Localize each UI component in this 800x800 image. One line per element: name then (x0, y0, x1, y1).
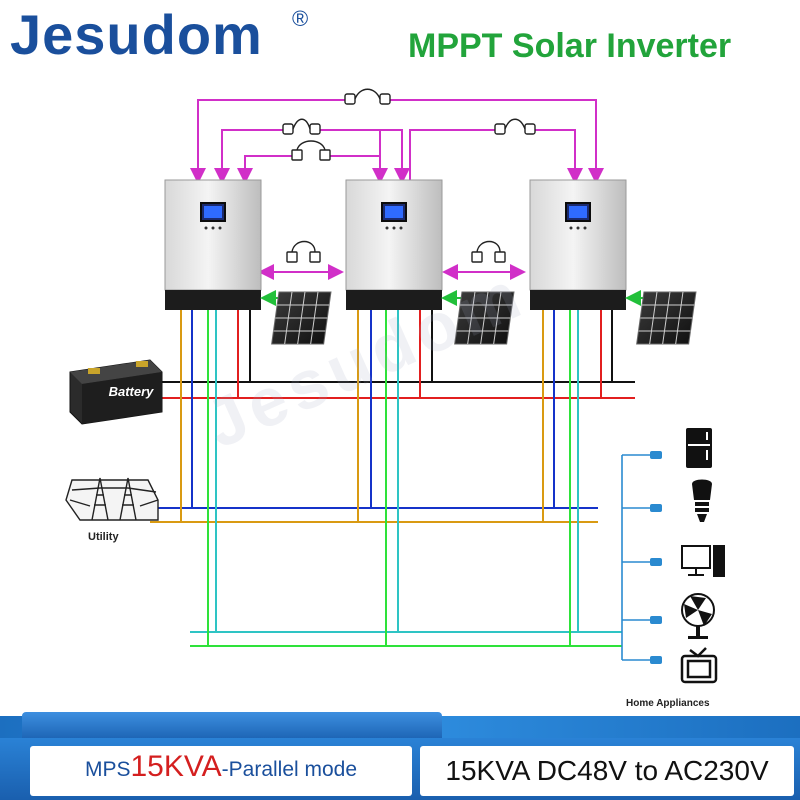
brand-logo: Jesudom (10, 3, 263, 66)
solar-panels (260, 290, 697, 345)
model-label: MPS 15KVA -Parallel mode (30, 746, 412, 796)
appliance-plugs (650, 451, 662, 664)
refrigerator-icon (686, 428, 712, 468)
network-cable-icon-right (494, 118, 536, 135)
ac-input-bus (150, 507, 598, 523)
inverter-1-wires (180, 310, 251, 646)
model-mode: -Parallel mode (221, 758, 358, 781)
parallel-cable-right-upper-b (409, 129, 575, 180)
solar-panel-icon-2 (441, 290, 515, 345)
spec-label: 15KVA DC48V to AC230V (420, 746, 794, 796)
inverter-2 (345, 179, 443, 310)
model-prefix: MPS (84, 758, 131, 781)
parallel-cable-share (244, 155, 380, 180)
computer-icon (681, 545, 725, 577)
inverter-3-wires (542, 310, 613, 646)
tv-icon (680, 647, 718, 684)
model-power: 15KVA (130, 750, 222, 783)
home-appliances-label: Home Appliances (626, 698, 710, 709)
battery-label: Battery (108, 384, 154, 399)
utility-tower-icon (65, 477, 159, 521)
share-cable-icon-top (291, 140, 331, 161)
solar-panel-icon-1 (260, 290, 332, 345)
inverter-2-wires (357, 310, 433, 646)
inverter-1 (164, 179, 262, 310)
network-cable-icon-top (344, 88, 391, 105)
solar-panel-icon-3 (625, 290, 697, 345)
ac-output-bus (190, 631, 622, 647)
registered-mark: ® (292, 6, 309, 31)
inverter-3 (529, 179, 627, 310)
parallel-cable-outer (197, 99, 596, 180)
battery-icon (69, 359, 163, 425)
light-bulb-icon (692, 479, 712, 522)
parallel-cables (190, 99, 596, 280)
appliance-bus (621, 454, 662, 661)
footer-tab (22, 712, 442, 738)
footer-banner: MPS 15KVA -Parallel mode 15KVA DC48V to … (0, 712, 800, 800)
utility-label: Utility (88, 531, 119, 543)
share-cable-icon-1 (286, 240, 321, 263)
cable-connectors (282, 88, 536, 263)
share-cable-icon-2 (471, 240, 506, 263)
network-cable-icon-left (282, 118, 321, 135)
fan-icon (681, 593, 715, 639)
page-title: MPPT Solar Inverter (408, 27, 732, 65)
